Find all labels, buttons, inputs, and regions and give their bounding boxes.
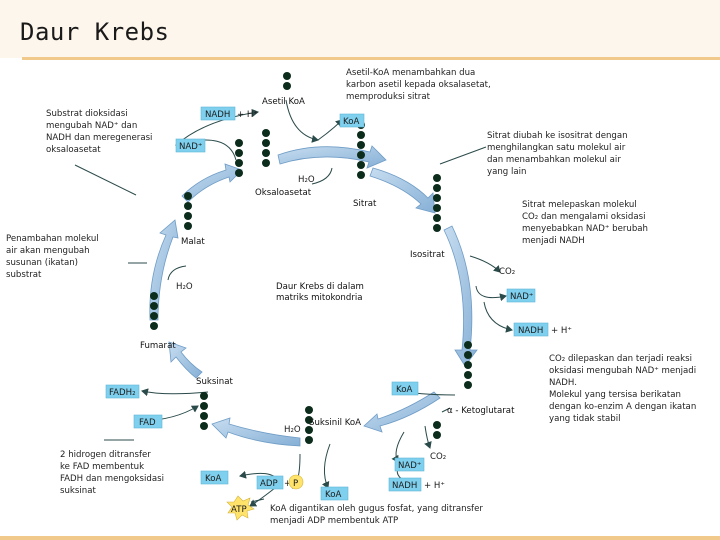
note-2-line-2: menghilangkan satu molekul air [487,143,626,153]
note-2-line-3: dan menambahkan molekul air [487,155,621,165]
chip-nadh-top: NADH [205,110,230,120]
chip-nadh-bottom: NADH [392,481,417,491]
title-bar [0,0,720,58]
arrow-right-upper [369,167,436,214]
arrow-bottom-right [363,391,441,433]
chip-h2o-bottom: H₂O [284,425,301,435]
note-3-line-2: CO₂ dan mengalami oksidasi [522,212,646,222]
chip-nadh-right: NADH [518,326,543,336]
arrow-right [443,225,478,367]
arrow-left-upper [181,163,243,203]
notes: Asetil-KoA menambahkan dua karbon asetil… [6,68,696,526]
note-1-line-3: memproduksi sitrat [346,92,431,102]
label-isositrat: Isositrat [410,250,445,260]
note-7-line-2: air akan mengubah [6,246,90,256]
note-8-line-4: oksaloasetat [46,145,101,155]
note-5-line-1: KoA digantikan oleh gugus fosfat, yang d… [270,504,483,514]
chip-atp: ATP [231,505,247,515]
bead-chains [150,72,472,444]
arrow-left-lower [168,341,203,379]
page-title: Daur Krebs [20,18,170,46]
note-3-line-4: menjadi NADH [522,236,585,246]
chip-nad-bottom: NAD⁺ [398,461,421,471]
note-4-line-1: CO₂ dilepaskan dan terjadi reaksi [549,354,692,364]
note-8-line-1: Substrat dioksidasi [46,109,128,119]
cofactor-chips: NADH + H⁺ NAD⁺ KoA H₂O H₂O CO₂ NAD⁺ NADH… [105,106,572,521]
chip-koa-left-bottom: KoA [205,474,221,484]
chip-co2-right: CO₂ [499,267,515,277]
chip-fadh2: FADH₂ [109,388,136,398]
note-5-line-2: menjadi ADP membentuk ATP [270,516,398,526]
note-4-line-5: dengan ko-enzim A dengan ikatan [549,402,696,412]
chip-koa-bottom: KoA [325,490,341,500]
note-2-line-4: yang lain [487,167,526,177]
note-3-line-3: menyebabkan NAD⁺ berubah [522,224,648,234]
label-suksinat: Suksinat [196,377,233,387]
chip-nad-top: NAD⁺ [179,142,202,152]
label-oksaloasetat: Oksaloasetat [255,188,312,198]
chip-h-right: + H⁺ [551,326,572,336]
note-4-line-4: Molekul yang tersisa berikatan [549,390,681,400]
note-7-line-1: Penambahan molekul [6,234,99,244]
note-4-line-3: NADH. [549,378,577,388]
center-label-line1: Daur Krebs di dalam [276,282,364,292]
note-7-line-3: susunan (ikatan) [6,258,78,268]
label-asetil-koa: Asetil KoA [262,97,305,107]
note-6-line-3: FADH dan mengoksidasi [60,474,164,484]
note-6-line-2: ke FAD membentuk [60,462,144,472]
note-7-line-4: substrat [6,270,42,280]
chip-adp: ADP [260,479,278,489]
chip-koa-top: KoA [343,117,359,127]
atp-burst-icon [226,495,255,521]
note-1-line-2: karbon asetil kepada oksalasetat, [346,80,491,90]
label-malat: Malat [181,237,205,247]
note-4-line-2: oksidasi mengubah NAD⁺ menjadi [549,366,696,376]
chip-co2-bottom: CO₂ [430,452,446,462]
arrow-top [277,145,387,169]
note-6-line-4: suksinat [60,486,96,496]
arrow-bottom [211,417,301,447]
label-ketoglutarat: α - Ketoglutarat [447,406,515,416]
note-4-line-6: yang tidak stabil [549,414,621,424]
label-sitrat: Sitrat [353,199,377,209]
molecule-labels: Asetil KoA Oksaloasetat Sitrat Isositrat… [140,97,515,428]
chip-koa-right: KoA [396,385,412,395]
note-8-line-2: mengubah NAD⁺ dan [46,121,137,131]
chip-h2o-top: H₂O [298,175,315,185]
note-2-line-1: Sitrat diubah ke isositrat dengan [487,131,628,141]
chip-h-bottom: + H⁺ [424,481,445,491]
note-6-line-1: 2 hidrogen ditransfer [60,450,151,460]
bottom-divider [0,536,720,540]
chip-h-top: + H⁺ [237,110,258,120]
note-1-line-1: Asetil-KoA menambahkan dua [346,68,475,78]
chip-pi: P [293,479,298,489]
label-fumarat: Fumarat [140,341,176,351]
chip-nad-right: NAD⁺ [510,292,533,302]
title-divider [22,57,720,60]
note-3-line-1: Sitrat melepaskan molekul [522,200,637,210]
note-8-line-3: NADH dan meregenerasi [46,133,152,143]
center-label-line2: matriks mitokondria [276,293,363,303]
label-suksinil-koa: Suksinil KoA [309,418,361,428]
svg-text:+: + [284,479,291,489]
chip-h2o-left: H₂O [176,282,193,292]
chip-fad: FAD [139,418,156,428]
